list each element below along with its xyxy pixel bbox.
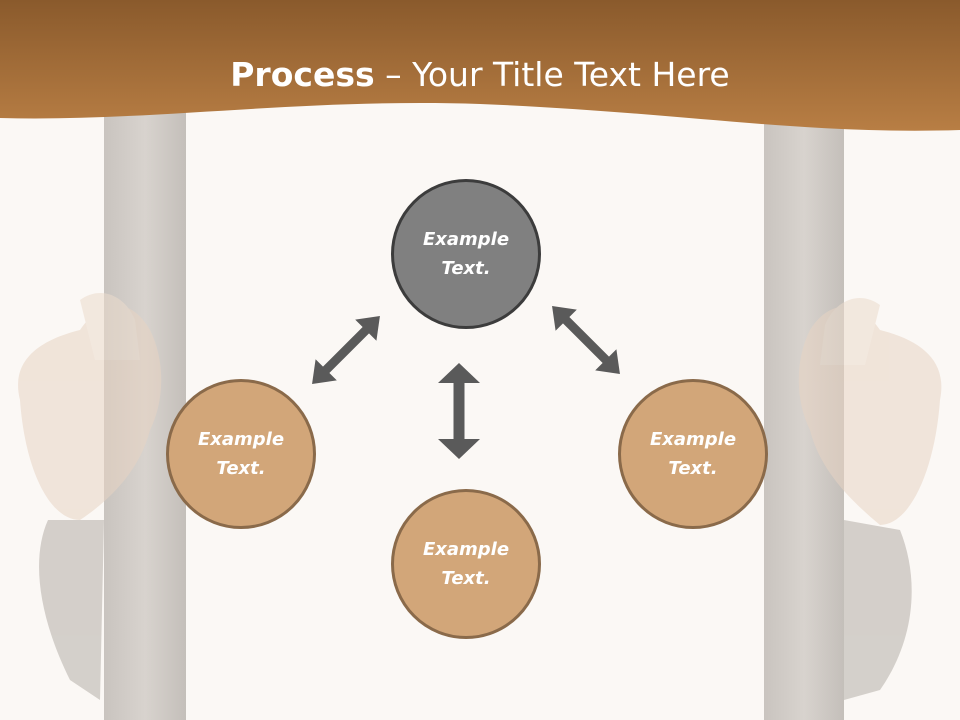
slide-title: Process – Your Title Text Here <box>0 50 960 100</box>
node-bottom: Example Text. <box>391 489 541 639</box>
arrow-top-right <box>552 306 620 374</box>
title-rest: – Your Title Text Here <box>374 55 730 94</box>
arrow-top-left <box>312 316 380 384</box>
header-banner <box>0 0 960 131</box>
node-top: Example Text. <box>391 179 541 329</box>
right-hand-icon <box>798 297 942 700</box>
title-bold: Process <box>230 55 375 94</box>
node-left: Example Text. <box>166 379 316 529</box>
arrow-center-vertical <box>438 363 480 459</box>
node-right: Example Text. <box>618 379 768 529</box>
left-hand-icon <box>18 292 162 700</box>
